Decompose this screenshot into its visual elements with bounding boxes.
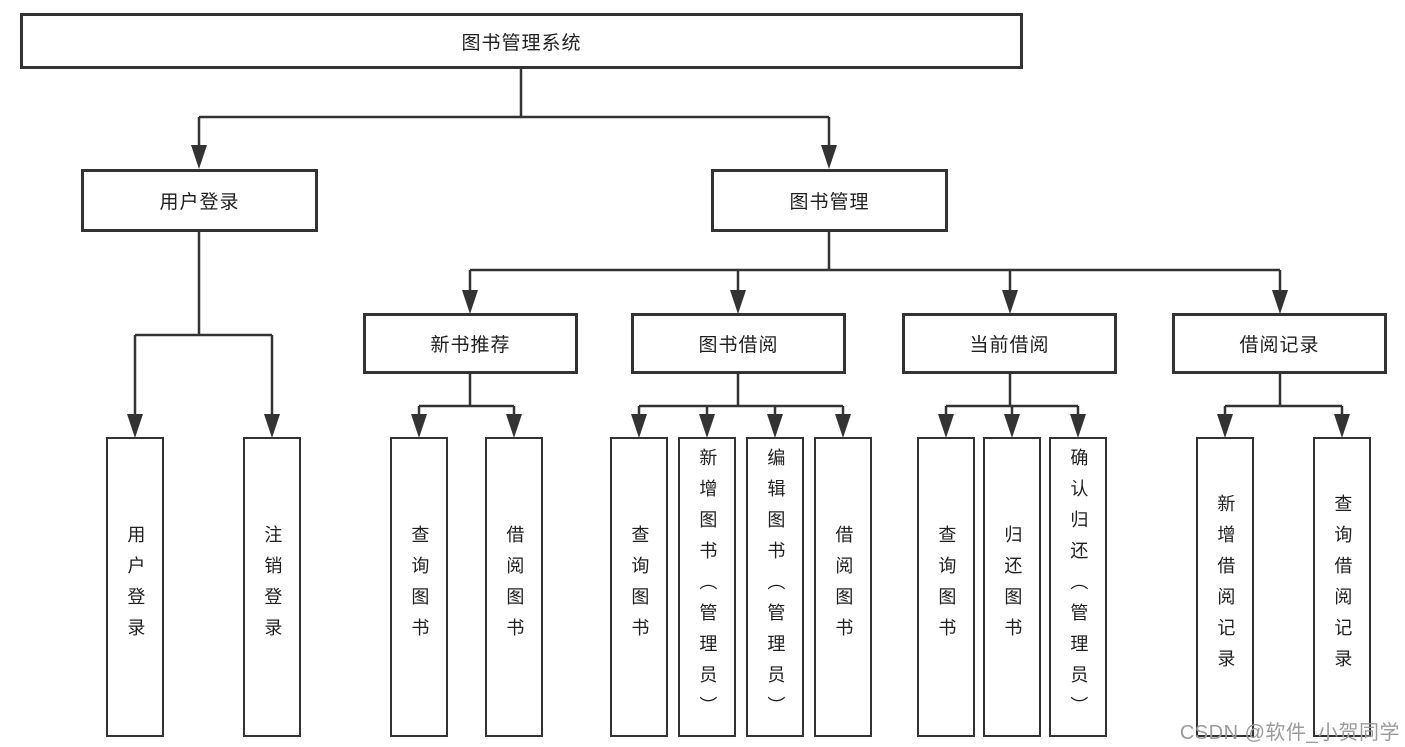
leaf-add-book-admin-label: 新增图书（管理员） <box>697 447 718 727</box>
arrowhead-icon <box>191 145 207 169</box>
arrowhead-icon <box>730 290 746 314</box>
arrowhead-icon <box>767 414 783 438</box>
arrowhead-icon <box>127 414 143 438</box>
leaf-add-book-admin: 新增图书（管理员） <box>678 437 736 737</box>
node-library-system-label: 图书管理系统 <box>461 32 582 54</box>
leaf-edit-book-admin: 编辑图书（管理员） <box>746 437 804 737</box>
leaf-add-borrow-record: 新增借阅记录 <box>1196 437 1254 737</box>
node-library-system: 图书管理系统 <box>20 13 1023 69</box>
leaf-confirm-return-admin-label: 确认归还（管理员） <box>1068 447 1089 727</box>
arrowhead-icon <box>835 414 851 438</box>
arrowhead-icon <box>411 414 427 438</box>
leaf-query-books-borrow-label: 查询图书 <box>629 525 650 649</box>
leaf-query-books-recommend-label: 查询图书 <box>409 525 430 649</box>
leaf-return-book-label: 归还图书 <box>1002 525 1023 649</box>
leaf-borrow-books-recommend: 借阅图书 <box>485 437 543 737</box>
leaf-add-borrow-record-label: 新增借阅记录 <box>1215 494 1236 680</box>
leaf-query-books-current-label: 查询图书 <box>936 525 957 649</box>
leaf-user-login: 用户登录 <box>106 437 164 737</box>
connector-path <box>133 69 1344 415</box>
arrowhead-icon <box>938 414 954 438</box>
node-new-book-recommend: 新书推荐 <box>363 313 578 374</box>
leaf-user-login-label: 用户登录 <box>125 525 146 649</box>
arrowhead-icon <box>631 414 647 438</box>
leaf-logout: 注销登录 <box>243 437 301 737</box>
node-current-borrow-label: 当前借阅 <box>969 335 1050 356</box>
arrowhead-icon <box>1334 414 1350 438</box>
arrowheads <box>127 145 1350 438</box>
leaf-query-borrow-record-label: 查询借阅记录 <box>1332 494 1353 680</box>
leaf-query-books-borrow: 查询图书 <box>610 437 668 737</box>
node-current-borrow: 当前借阅 <box>902 313 1117 374</box>
arrowhead-icon <box>699 414 715 438</box>
arrowhead-icon <box>821 145 837 169</box>
node-borrow-records: 借阅记录 <box>1172 313 1387 374</box>
arrowhead-icon <box>1004 414 1020 438</box>
leaf-borrow-books-recommend-label: 借阅图书 <box>504 525 525 649</box>
node-book-borrow-label: 图书借阅 <box>698 335 779 356</box>
arrowhead-icon <box>1002 290 1018 314</box>
leaf-logout-label: 注销登录 <box>262 525 283 649</box>
leaf-borrow-books-label: 借阅图书 <box>833 525 854 649</box>
leaf-confirm-return-admin: 确认归还（管理员） <box>1049 437 1107 737</box>
leaf-query-books-current: 查询图书 <box>917 437 975 737</box>
arrowhead-icon <box>1272 290 1288 314</box>
node-book-management-label: 图书管理 <box>789 192 870 213</box>
node-new-book-recommend-label: 新书推荐 <box>430 335 511 356</box>
arrowhead-icon <box>264 414 280 438</box>
leaf-query-books-recommend: 查询图书 <box>390 437 448 737</box>
leaf-borrow-books: 借阅图书 <box>814 437 872 737</box>
node-borrow-records-label: 借阅记录 <box>1239 335 1320 356</box>
csdn-watermark: CSDN @软件_小贺同学 <box>1179 722 1400 744</box>
node-book-borrow: 图书借阅 <box>631 313 846 374</box>
node-user-login-label: 用户登录 <box>159 192 240 213</box>
leaf-return-book: 归还图书 <box>983 437 1041 737</box>
leaf-edit-book-admin-label: 编辑图书（管理员） <box>765 447 786 727</box>
arrowhead-icon <box>1217 414 1233 438</box>
arrowhead-icon <box>462 290 478 314</box>
node-book-management: 图书管理 <box>711 169 948 232</box>
arrowhead-icon <box>506 414 522 438</box>
arrowhead-icon <box>1070 414 1086 438</box>
node-user-login: 用户登录 <box>81 169 318 232</box>
leaf-query-borrow-record: 查询借阅记录 <box>1313 437 1371 737</box>
